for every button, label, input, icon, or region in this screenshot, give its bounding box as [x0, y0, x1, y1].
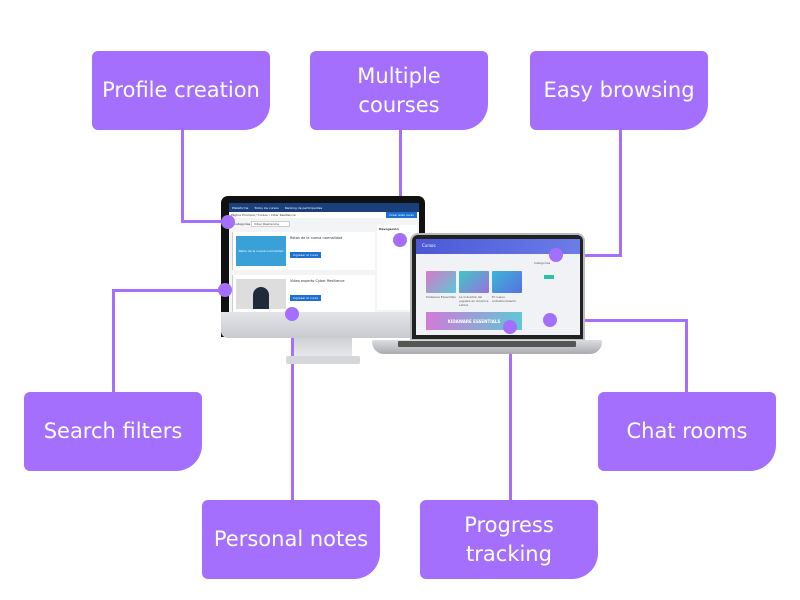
categories-title: Categorías: [534, 261, 551, 265]
callout-personal-notes: Personal notes: [202, 500, 380, 579]
monitor-screen: Plataforma Todos los cursos Ranking de p…: [229, 203, 419, 312]
nav-item: Todos los cursos: [254, 205, 279, 210]
create-course-button: Crear este curso: [386, 212, 417, 218]
enter-course-button: Ingresar al curso: [290, 252, 322, 258]
filter-select: Ciber Resiliencia: [251, 221, 290, 227]
monitor-chin: [221, 312, 425, 338]
sidebar-title: Navegación: [379, 227, 399, 231]
marker-dot: [549, 248, 563, 262]
marker-dot: [285, 307, 299, 321]
breadcrumb: Página Principal / Cursos / Ciber Resili…: [231, 213, 296, 217]
marker-dot: [221, 215, 235, 229]
nav-item: Plataforma: [232, 205, 249, 210]
course-card: Retos de la nueva normalidad Retos de la…: [232, 232, 375, 270]
laptop-header-title: Cursos: [416, 239, 580, 254]
nav-item: Ranking de participantes: [284, 205, 323, 210]
callout-chat-rooms: Chat rooms: [598, 392, 776, 471]
enter-course-button: Ingresar al curso: [290, 295, 322, 301]
monitor-base: [286, 356, 360, 364]
filter-label: Categorías: [234, 222, 251, 226]
course-banner: KIDAWARE ESSENTIALS: [426, 312, 522, 330]
marker-dot: [393, 233, 407, 247]
marker-dot: [218, 283, 232, 297]
callout-multiple-courses: Multiple courses: [310, 51, 488, 130]
marker-dot: [543, 313, 557, 327]
course-tile: [459, 271, 489, 293]
course-thumbnail: [236, 279, 286, 309]
callout-search-filters: Search filters: [24, 392, 202, 471]
tile-label: Kidaware Essentials: [426, 295, 456, 299]
callout-progress-tracking: Progress tracking: [420, 500, 598, 579]
course-title: Video experto Cyber Resilience: [290, 279, 345, 283]
monitor-nav: Plataforma Todos los cursos Ranking de p…: [229, 203, 419, 212]
course-title: Retos de la nueva normalidad: [290, 236, 343, 240]
course-card: Video experto Cyber Resilience Ingresar …: [232, 275, 375, 312]
marker-dot: [503, 320, 517, 334]
laptop-keyboard-edge: [398, 341, 576, 347]
callout-easy-browsing: Easy browsing: [530, 51, 708, 130]
monitor-stand: [294, 338, 352, 358]
course-thumbnail: Retos de la nueva normalidad: [236, 236, 286, 266]
tile-label: El nuevo entretenimiento: [492, 295, 517, 303]
course-tile: [492, 271, 522, 293]
course-tile: [426, 271, 456, 293]
tile-label: La industria del juguete en América Lati…: [459, 295, 489, 307]
callout-profile-creation: Profile creation: [92, 51, 270, 130]
